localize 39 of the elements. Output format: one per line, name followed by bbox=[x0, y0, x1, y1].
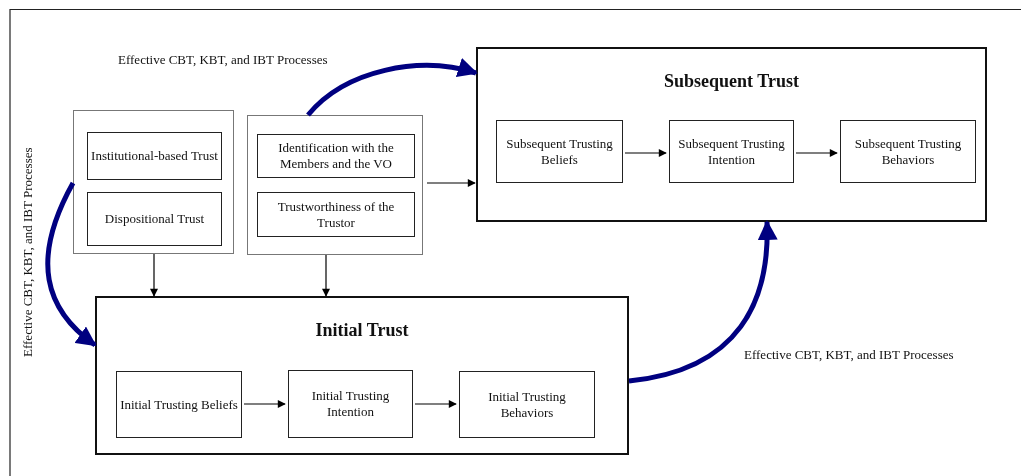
box-label: Trustworthiness of the Trustor bbox=[276, 198, 396, 231]
stage-box bbox=[476, 47, 987, 222]
box-label: Subsequent Trusting Behaviors bbox=[853, 135, 963, 168]
box-label: Initial Trusting Behaviors bbox=[487, 388, 567, 421]
stage-heading: Subsequent Trust bbox=[663, 71, 800, 91]
box-label: Dispositional Trust bbox=[103, 211, 206, 227]
arrow bbox=[150, 253, 158, 297]
stage-heading: Initial Trust bbox=[314, 320, 410, 340]
process-box bbox=[459, 371, 595, 438]
curved-arrow bbox=[45, 181, 97, 347]
empty-box bbox=[247, 115, 423, 255]
arrow bbox=[414, 400, 457, 408]
empty-box bbox=[73, 110, 234, 254]
arrow bbox=[624, 149, 667, 157]
box-label: Identification with the Members and the VO bbox=[277, 140, 395, 172]
process-box bbox=[87, 192, 222, 246]
arrow bbox=[243, 400, 286, 408]
box-label: Initial Trusting Intention bbox=[310, 388, 391, 420]
box-label: Initial Trusting Beliefs bbox=[119, 396, 239, 413]
edge-label: Effective CBT, KBT, and IBT Processes bbox=[118, 52, 328, 68]
process-box bbox=[116, 371, 242, 438]
arrow bbox=[322, 254, 330, 297]
box-label: Subsequent Trusting Beliefs bbox=[505, 135, 614, 168]
process-box bbox=[257, 134, 415, 178]
edge-label: Effective CBT, KBT, and IBT Processes bbox=[20, 147, 36, 357]
process-box bbox=[288, 370, 413, 438]
edge-label: Effective CBT, KBT, and IBT Processes bbox=[744, 347, 954, 363]
process-box bbox=[840, 120, 976, 183]
process-box bbox=[87, 132, 222, 180]
stage-box bbox=[95, 296, 629, 455]
box-label: Subsequent Trusting Intention bbox=[677, 135, 786, 168]
box-label: Institutional-based Trust bbox=[90, 148, 219, 164]
curved-arrow bbox=[628, 220, 778, 384]
process-box bbox=[669, 120, 794, 183]
process-box bbox=[257, 192, 415, 237]
process-box bbox=[496, 120, 623, 183]
arrow bbox=[426, 179, 476, 187]
curved-arrow bbox=[306, 58, 478, 117]
arrow bbox=[795, 149, 838, 157]
